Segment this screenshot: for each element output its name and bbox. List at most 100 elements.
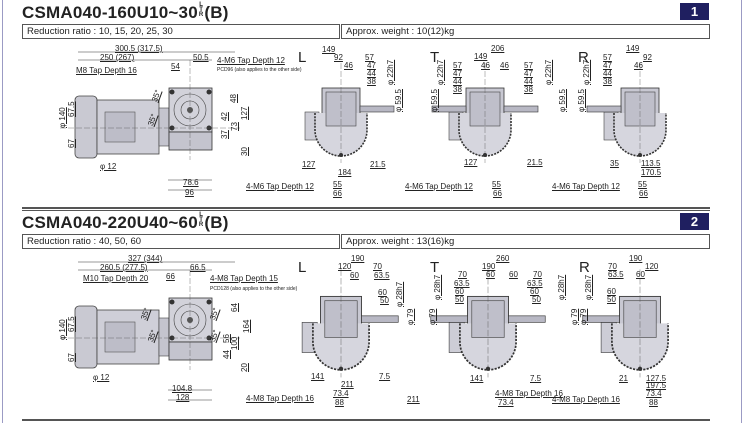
model-name: CSMA040-160U10~30	[22, 3, 198, 22]
variant-r: R	[198, 222, 204, 228]
dimension-r-label: 21	[619, 374, 628, 383]
variant-t: T	[199, 217, 204, 223]
dimension-side-label: 164	[242, 319, 251, 333]
dimension-t-label: 46	[500, 61, 509, 70]
dimension-t-label: 260	[496, 254, 510, 263]
dimension-r-label: 60	[636, 270, 645, 279]
view-label: T	[430, 259, 440, 276]
model-suffix: (B)	[204, 3, 229, 22]
front-view-l-1	[304, 62, 395, 164]
dimension-r-label: φ 79	[579, 308, 588, 325]
dimension-r-label: 35	[610, 159, 619, 168]
dimension-l-label: φ 59.5	[394, 89, 403, 112]
dimension-t-label: 63.5	[454, 279, 470, 288]
dimension-t-label: φ 79	[428, 308, 437, 325]
dimension-r-label: 50	[607, 295, 616, 304]
dimension-l-label: 50	[380, 296, 389, 305]
dimension-t-label: 7.5	[530, 374, 542, 383]
reduction-ratio: Reduction ratio : 40, 50, 60	[22, 234, 340, 249]
dimension-t-label: 46	[481, 61, 490, 70]
dimension-l-label: φ 22h7	[386, 59, 395, 85]
dimension-side-label: 4-M6 Tap Depth 12	[217, 56, 285, 65]
dimension-r-label: 4-M8 Tap Depth 16	[552, 395, 620, 404]
dimension-l-label: 66	[333, 189, 342, 198]
dimension-t-label: 21.5	[527, 158, 543, 167]
dimension-l-label: 73.4	[333, 389, 349, 398]
dimension-t-label: 50	[455, 295, 464, 304]
dimension-t-label: 4-M8 Tap Depth 16	[495, 389, 563, 398]
dimension-t-label: 38	[524, 85, 533, 94]
view-label: L	[298, 259, 307, 276]
dimension-r-label: 47	[603, 61, 612, 70]
dimension-side-label: 4-M8 Tap Depth 15	[210, 274, 278, 283]
front-view-t-1	[431, 62, 539, 164]
dimension-t-label: 70	[458, 270, 467, 279]
view-label: L	[298, 49, 307, 66]
dimension-l-label: 190	[351, 254, 365, 263]
dimension-l-label: 211	[341, 380, 354, 389]
dimension-t-label: 149	[474, 52, 488, 61]
dimension-side-label: 67	[67, 353, 76, 362]
dimension-t-label: 190	[482, 262, 496, 271]
dimension-side-label: 104.8	[172, 384, 193, 393]
dimension-side-label: M10 Tap Depth 20	[83, 274, 149, 283]
dimension-r-label: 170.5	[641, 168, 662, 177]
dimension-t-label: 44	[453, 77, 462, 86]
dimension-r-label: 63.5	[608, 270, 624, 279]
dimension-l-label: 88	[335, 398, 344, 407]
dimension-t-label: 63.5	[527, 279, 543, 288]
dimension-t-label: φ 79	[570, 308, 579, 325]
model-suffix: (B)	[204, 213, 229, 232]
dimension-t-label: 60	[509, 270, 518, 279]
dimension-r-label: φ 59.5	[577, 89, 586, 112]
variant-l: L	[199, 212, 204, 218]
dimension-side-label: 78.6	[183, 178, 199, 187]
dimension-side-label: φ 12	[93, 373, 110, 382]
approx-weight: Approx. weight : 10(12)kg	[341, 24, 710, 39]
dimension-l-label: 60	[350, 271, 359, 280]
dimension-t-label: 60	[486, 270, 495, 279]
dimension-r-label: 46	[634, 61, 643, 70]
view-label: R	[578, 49, 589, 66]
dimension-t-label: 47	[524, 69, 533, 78]
dimension-side-label: 54	[171, 62, 180, 71]
dimension-r-label: 113.5	[641, 159, 661, 168]
dimension-l-label: 63.5	[374, 271, 390, 280]
dimension-l-label: 149	[322, 45, 336, 54]
dimension-r-label: 55	[638, 180, 647, 189]
dimension-l-label: 127	[302, 160, 316, 169]
dimension-l-label: φ 28h7	[395, 281, 404, 307]
dimension-l-label: 38	[367, 77, 376, 86]
dimension-side-label: 327 (344)	[128, 254, 163, 263]
dimension-r-label: 197.5	[646, 381, 667, 390]
dimension-t-label: φ 28h7	[433, 274, 442, 300]
dimension-r-label: 92	[643, 53, 652, 62]
dimension-l-label: 4-M8 Tap Depth 16	[246, 394, 314, 403]
dimension-t-label: 127	[464, 158, 478, 167]
dimension-side-label: 64	[230, 303, 239, 312]
dimension-t-label: 141	[470, 374, 484, 383]
section-divider	[22, 207, 710, 209]
dimension-r-label: 88	[649, 398, 658, 407]
dimension-r-label: 44	[603, 69, 612, 78]
dimension-r-label: 57	[603, 53, 612, 62]
dimension-r-label: φ 22h7	[582, 59, 591, 85]
approx-weight: Approx. weight : 13(16)kg	[341, 234, 710, 249]
dimension-t-label: 211	[407, 395, 420, 404]
front-view-l-2	[301, 268, 399, 379]
dimension-l-label: 60	[378, 288, 387, 297]
dimension-t-label: 38	[453, 85, 462, 94]
dimension-r-label: 120	[645, 262, 659, 271]
dimension-side-label: 67.5	[67, 316, 76, 332]
dimension-t-label: 206	[491, 44, 505, 53]
variant-t: T	[199, 7, 204, 13]
dimension-side-label: 30	[240, 147, 249, 156]
dimension-r-label: 66	[639, 189, 648, 198]
dimension-t-label: 70	[533, 270, 542, 279]
section-divider	[22, 419, 710, 421]
dimension-side-label: 128	[176, 393, 190, 402]
dimension-r-label: 190	[629, 254, 643, 263]
